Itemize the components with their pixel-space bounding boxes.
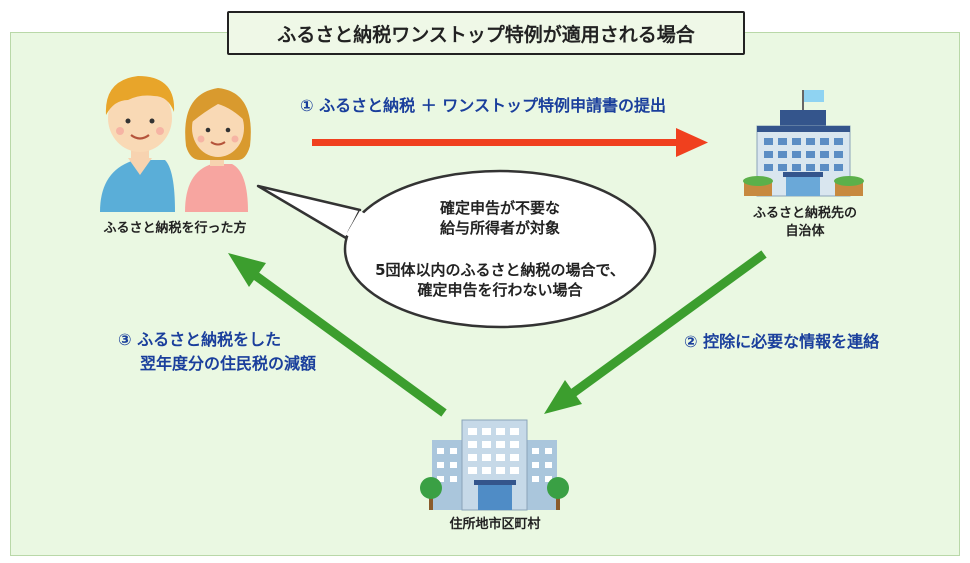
municipality-building-icon — [743, 90, 864, 197]
arrow-step3 — [228, 253, 447, 417]
arrow-step2 — [544, 250, 767, 414]
woman-icon — [185, 88, 251, 212]
donation-municipality-label-line2: 自治体 — [785, 224, 825, 239]
step3-label-line1: ③ ふるさと納税をした — [118, 330, 282, 349]
residence-municipality-label: 住所地市区町村 — [449, 517, 541, 532]
step2-label: ② 控除に必要な情報を連絡 — [684, 332, 880, 351]
bubble-line3: 5団体以内のふるさと納税の場合で、 — [375, 261, 625, 279]
man-icon — [100, 76, 175, 212]
bubble-line1: 確定申告が不要な — [439, 199, 560, 217]
step3-label: ③ ふるさと納税をした 翌年度分の住民税の減額 — [118, 328, 368, 376]
bubble-line4: 確定申告を行わない場合 — [417, 281, 583, 299]
step3-label-line2: 翌年度分の住民税の減額 — [140, 354, 317, 373]
step1-label: ① ふるさと納税 ＋ ワンストップ特例申請書の提出 — [300, 96, 666, 115]
taxpayer-label: ふるさと納税を行った方 — [103, 221, 247, 236]
bubble-line2: 給与所得者が対象 — [439, 219, 560, 237]
donation-municipality-label: ふるさと納税先の 自治体 — [735, 205, 875, 241]
arrow-step1 — [312, 128, 708, 157]
donation-municipality-label-line1: ふるさと納税先の — [752, 206, 857, 221]
residence-building-icon — [420, 419, 569, 511]
speech-bubble — [256, 169, 657, 329]
diagram-title: ふるさと納税ワンストップ特例が適用される場合 — [227, 11, 745, 55]
bubble-text: 確定申告が不要な 給与所得者が対象 5団体以内のふるさと納税の場合で、 確定申告… — [365, 198, 635, 300]
